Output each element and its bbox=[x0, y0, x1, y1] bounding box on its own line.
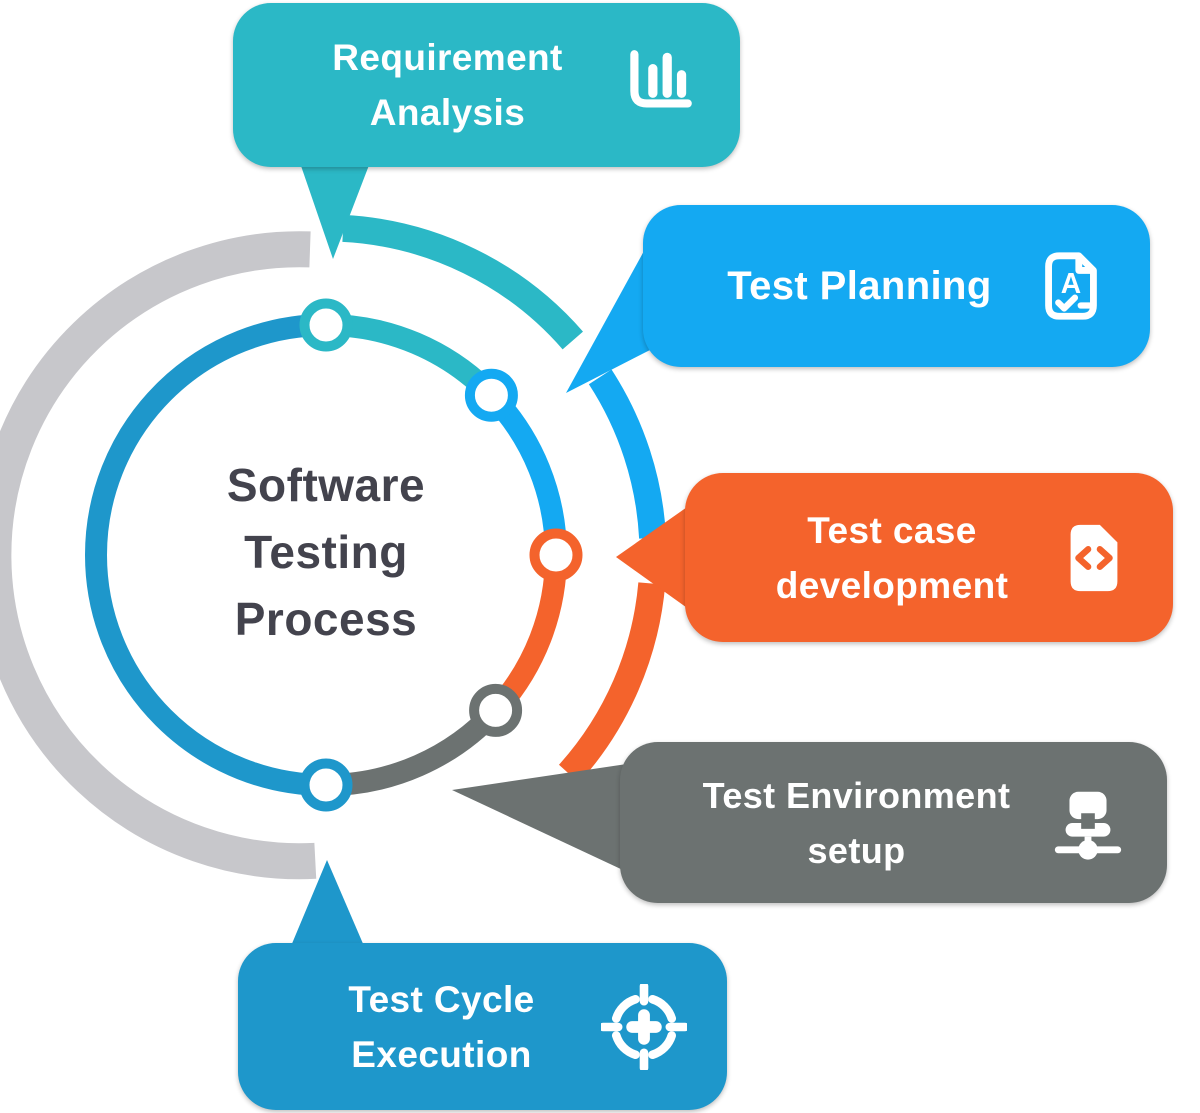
document-code-icon bbox=[1055, 519, 1133, 597]
step-label-line: Test Planning bbox=[727, 263, 992, 308]
pointer-test-environment-setup bbox=[452, 762, 640, 878]
document-a-icon: A bbox=[1032, 247, 1110, 325]
pointer-test-case-development bbox=[616, 505, 690, 610]
step-bubble-test-planning: Test Planning A bbox=[643, 205, 1150, 367]
step-label-line: Requirement bbox=[332, 37, 563, 78]
ring-segment-requirement-analysis bbox=[325, 314, 500, 403]
node-test-case-development bbox=[529, 528, 583, 582]
step-bubble-test-environment-setup: Test Environment setup bbox=[620, 742, 1167, 903]
outer-arc-gray-crescent bbox=[0, 231, 317, 880]
outer-arc-blue bbox=[588, 369, 667, 539]
step-label: Test Environment setup bbox=[664, 768, 1049, 878]
node-test-cycle-execution bbox=[299, 758, 353, 812]
step-bubble-test-cycle-execution: Test Cycle Execution bbox=[238, 943, 727, 1110]
diagram-title: Software Testing Process bbox=[126, 452, 526, 653]
node-requirement-analysis bbox=[299, 298, 353, 352]
step-label-line: Analysis bbox=[369, 92, 526, 133]
step-label: Test case development bbox=[729, 503, 1055, 613]
pointer-test-cycle-execution bbox=[291, 860, 364, 946]
step-label-line: setup bbox=[807, 829, 906, 871]
pointer-test-planning bbox=[566, 240, 650, 393]
ring-segment-test-environment-setup bbox=[325, 702, 504, 796]
step-label: Requirement Analysis bbox=[277, 30, 618, 140]
step-bubble-requirement-analysis: Requirement Analysis bbox=[233, 3, 740, 167]
step-label-line: Test Cycle bbox=[348, 978, 535, 1020]
step-label-line: development bbox=[775, 564, 1009, 606]
ring-segment-test-cycle-execution bbox=[84, 314, 327, 796]
title-line-2: Testing bbox=[244, 526, 408, 578]
step-label-line: Test case bbox=[807, 509, 977, 551]
title-line-1: Software bbox=[226, 459, 426, 511]
svg-text:A: A bbox=[1061, 267, 1081, 299]
title-line-3: Process bbox=[234, 593, 418, 645]
step-label-line: Execution bbox=[351, 1033, 532, 1075]
target-icon bbox=[601, 983, 687, 1070]
pointer-requirement-analysis bbox=[299, 160, 371, 259]
node-test-planning bbox=[464, 368, 518, 422]
step-label: Test Cycle Execution bbox=[282, 972, 601, 1082]
outer-arc-orange bbox=[558, 582, 666, 783]
outer-arc-teal bbox=[342, 214, 583, 350]
network-icon bbox=[1049, 784, 1127, 862]
step-label: Test Planning bbox=[687, 259, 1032, 314]
step-label-line: Test Environment bbox=[702, 774, 1011, 816]
bar-chart-icon bbox=[618, 44, 700, 126]
node-test-environment-setup bbox=[469, 683, 523, 737]
step-bubble-test-case-development: Test case development bbox=[685, 473, 1173, 642]
